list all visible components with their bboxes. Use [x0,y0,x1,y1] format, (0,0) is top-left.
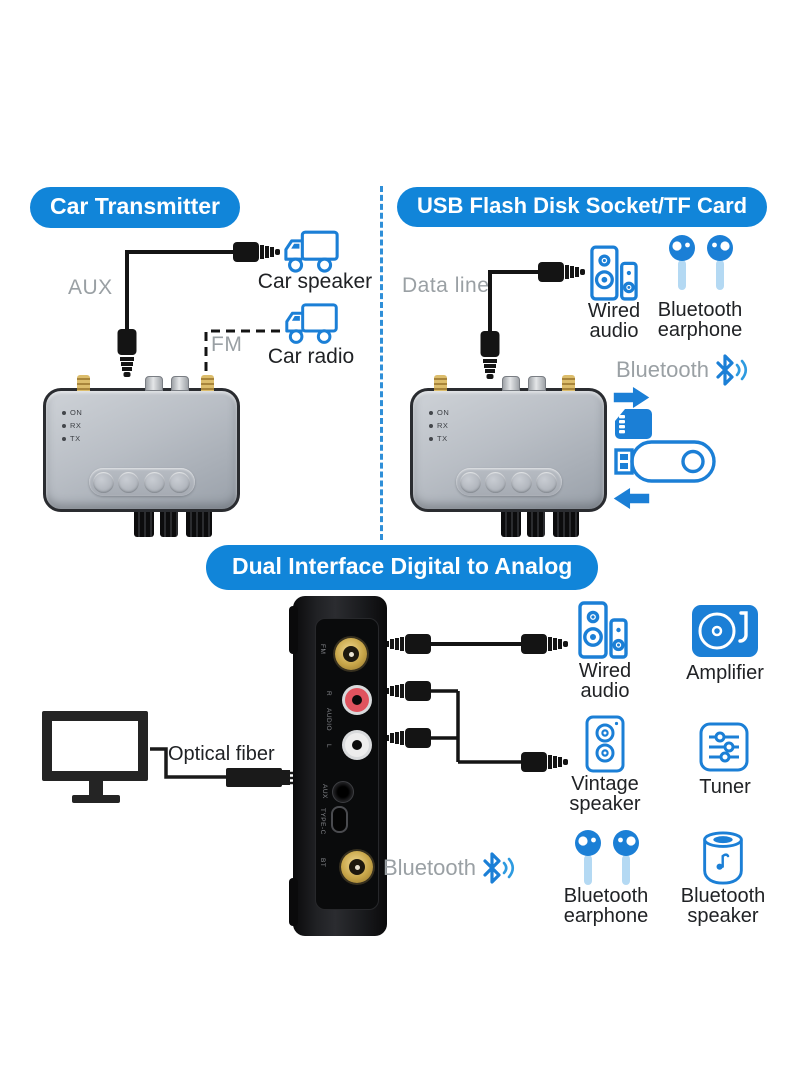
rca-jack-top [502,376,520,391]
rear-connector [553,512,579,537]
optical-fiber-cable [150,747,305,787]
rca-jack-top [528,376,546,391]
rear-connector [186,512,212,537]
bluetooth-adapter-top-view: ON RX TX [43,375,240,537]
amplifier-label: Amplifier [686,662,764,684]
tf-card-icon [615,409,652,439]
tuner-label: Tuner [699,776,751,798]
rear-connector [501,512,521,537]
section-title-car-transmitter: Car Transmitter [30,187,241,228]
fm-label: FM [211,333,243,356]
tv-stand [89,781,103,796]
bluetooth-earphone-icon [575,830,639,885]
banner-text: USB Flash Disk Socket/TF Card [417,193,748,218]
port-label-audio: AUDIO [325,708,332,732]
bluetooth-earphone-label: Bluetooth earphone [563,885,649,927]
arrow-right-icon [613,386,650,409]
bluetooth-logo-icon [483,852,515,884]
optical-fiber-label: Optical fiber [168,743,275,765]
port-label-r: R [325,691,332,697]
wired-audio-icon [578,601,628,659]
aux-splitter-cable [384,681,568,772]
bluetooth-speaker-label: Bluetooth speaker [680,885,766,927]
fm-dashed-line [204,329,283,386]
antenna-connector [434,375,447,391]
port-label-l: L [325,744,332,749]
bluetooth-badge: Bluetooth [616,354,751,386]
antenna-connector [201,375,214,391]
bluetooth-speaker-icon [703,831,743,885]
usb-c-port [331,806,348,833]
tv-icon [42,711,148,781]
control-buttons [455,468,562,496]
car-radio-label: Car radio [267,345,355,368]
tv-stand-base [72,795,120,803]
vintage-speaker-label: Vintage speaker [569,773,641,815]
bluetooth-adapter-top-view: ON RX TX [410,375,607,537]
bluetooth-badge: Bluetooth [383,852,518,884]
rca-jack-top [171,376,189,391]
led-tx-label: TX [437,434,448,443]
bluetooth-logo-icon [716,354,748,386]
led-on-label: ON [437,408,450,417]
rear-connector [527,512,545,537]
aux-35mm-port [332,781,354,803]
section-title-usb-tf: USB Flash Disk Socket/TF Card [397,187,768,227]
port-label-fm: FM [319,644,326,655]
antenna-connector [77,375,90,391]
data-line-cable [480,262,585,379]
section-title-dual-interface: Dual Interface Digital to Analog [206,545,599,590]
port-label-aux: AUX [321,784,328,799]
fm-antenna-port [335,638,367,670]
control-buttons [88,468,195,496]
antenna-connector [562,375,575,391]
wired-audio-label: Wired audio [578,660,632,702]
vintage-speaker-icon [585,715,625,773]
bt-antenna-port [341,851,373,883]
amplifier-icon [692,605,758,657]
car-speaker-label: Car speaker [257,270,373,293]
bluetooth-earphone-icon [669,235,733,290]
aux-straight-cable [384,634,568,654]
led-indicators: ON RX TX [62,406,82,445]
tuner-icon [699,722,749,772]
banner-text: Car Transmitter [50,193,221,219]
rear-connector [134,512,154,537]
rear-connector [160,512,178,537]
bluetooth-earphone-label: Bluetooth earphone [657,299,743,341]
section-divider [380,186,383,540]
bluetooth-label: Bluetooth [383,855,476,880]
banner-text: Dual Interface Digital to Analog [232,553,573,579]
led-on-label: ON [70,408,83,417]
rca-white-port [342,730,372,760]
car-radio-icon [285,303,338,344]
arrow-left-icon [613,487,650,510]
wired-audio-label: Wired audio [587,300,641,342]
bluetooth-label: Bluetooth [616,357,709,382]
data-line-label: Data line [402,274,490,297]
car-speaker-icon [284,230,339,273]
led-rx-label: RX [70,421,82,430]
port-label-type-c: TYPE-C [319,808,326,835]
usb-flash-drive-icon [614,440,716,483]
led-indicators: ON RX TX [429,406,449,445]
led-tx-label: TX [70,434,81,443]
wired-audio-icon [590,245,638,301]
rca-red-port [342,685,372,715]
aux-cable [117,242,280,377]
aux-label: AUX [68,276,113,299]
adapter-rear-panel: FM R AUDIO L AUX TYPE-C BT [289,596,387,936]
port-label-bt: BT [319,858,326,868]
rca-jack-top [145,376,163,391]
led-rx-label: RX [437,421,449,430]
